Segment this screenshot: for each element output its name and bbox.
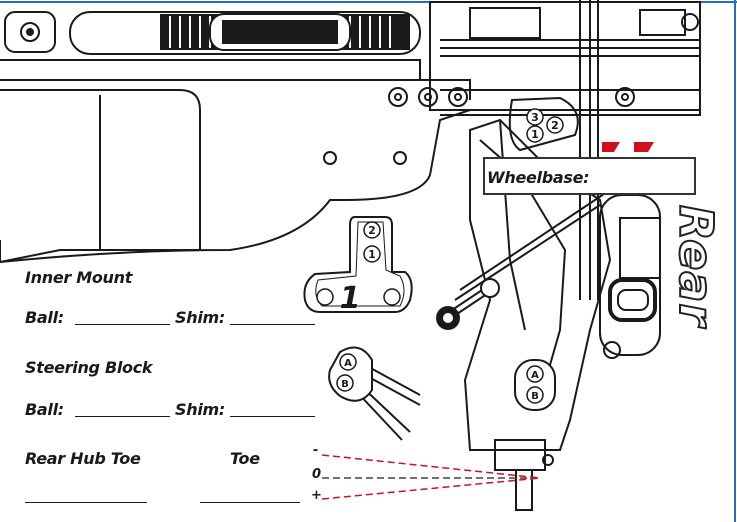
block-position-b-text: B [341,379,349,390]
steer-shim-label: Shim: [175,400,225,419]
gearbox-assembly [388,1,701,116]
mount-position-1-text: 1 [531,128,539,141]
toe-reference-lines [321,454,541,500]
inner-mount-heading: Inner Mount [25,268,133,287]
mount-position-3: 3 [526,108,544,126]
rear-hub-toe-line[interactable] [25,502,147,503]
steer-shim-line[interactable] [230,416,315,417]
insert-position-2-text: 2 [368,224,376,237]
upper-link-mount [508,96,579,152]
wheel-hub [599,194,661,359]
toe-heading: Toe [230,449,260,468]
toe-line[interactable] [200,502,300,503]
rear-title: Rear [668,204,724,328]
hub-position-a-text: A [531,370,539,381]
red-shim-marks [602,142,654,152]
steering-link [436,278,500,330]
steering-block: A B [328,346,421,441]
block-position-a-text: A [344,358,352,369]
spur-gear [69,11,421,55]
rear-hub-toe-heading: Rear Hub Toe [25,449,141,468]
mount-position-1: 1 [526,125,544,143]
inner-ball-label: Ball: [25,308,64,327]
mount-position-2-text: 2 [551,119,559,132]
toe-plus-mark: + [311,488,322,503]
steer-ball-line[interactable] [75,416,170,417]
insert-number-text: 1 [340,281,361,316]
wheelbase-field[interactable]: Wheelbase: [483,157,696,195]
steering-block-heading: Steering Block [25,358,153,377]
toe-zero-mark: 0 [312,467,322,482]
inner-shim-line[interactable] [230,324,315,325]
chassis-plate [0,59,471,263]
driveshaft [579,0,599,300]
inner-mount-insert: 2 1 1 [303,216,413,316]
inner-ball-line[interactable] [75,324,170,325]
inner-shim-label: Shim: [175,308,225,327]
mount-position-2: 2 [546,116,564,134]
steer-ball-label: Ball: [25,400,64,419]
hub-ab-block: A B [514,359,556,411]
top-left-mount [4,11,56,53]
hub-position-b-text: B [531,391,539,402]
toe-minus-mark: - [313,443,319,458]
wheelbase-label: Wheelbase: [487,168,590,187]
insert-position-1-text: 1 [368,248,376,261]
mount-position-3-text: 3 [531,111,539,124]
